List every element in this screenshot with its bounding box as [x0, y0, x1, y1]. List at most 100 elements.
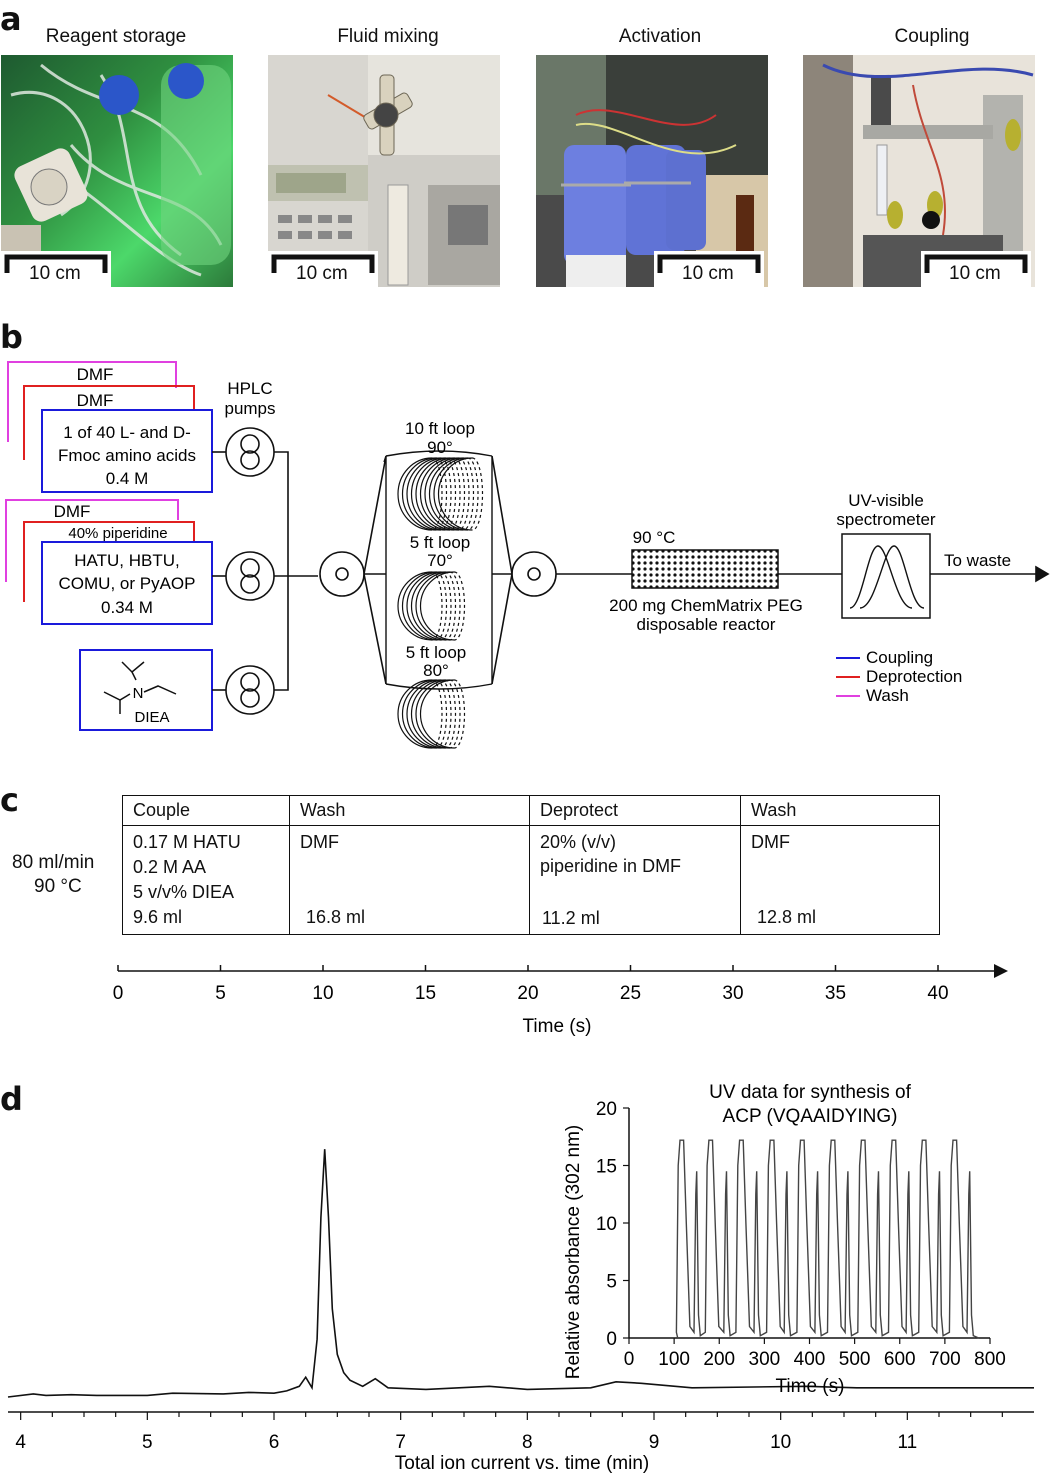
- wash-2-volume: 12.8 ml: [757, 907, 817, 927]
- deprotection-reservoir-outline: [23, 385, 195, 460]
- time-axis-tick-label: 20: [517, 983, 538, 1004]
- photo-reagent-storage: 10 cm: [1, 55, 233, 287]
- loop-1-length: 10 ft loop: [405, 419, 475, 438]
- loop-coil-back: [440, 571, 452, 641]
- photo-title-reagent-storage: Reagent storage: [45, 26, 187, 47]
- tic-x-tick-label: 6: [269, 1432, 280, 1453]
- diea-structure-icon: [103, 661, 177, 714]
- loop-coil-back: [449, 679, 461, 749]
- loop-coil-turn: [419, 571, 455, 641]
- loop-coil-turn: [401, 571, 437, 641]
- uv-peak-icon: [849, 545, 913, 609]
- loop-coil-back: [454, 679, 466, 749]
- uv-peak-icon-2: [859, 545, 925, 609]
- wash-cell: DMF 16.8 ml: [289, 825, 530, 935]
- time-axis-tick-label: 25: [620, 983, 641, 1004]
- uv-x-tick-label: 700: [929, 1349, 961, 1370]
- hplc-pump-icons: [212, 427, 318, 715]
- loop-coil-turn: [410, 457, 446, 531]
- uv-y-tick-label: 15: [596, 1157, 617, 1178]
- wash-volume: 16.8 ml: [306, 907, 366, 927]
- legend-wash: Wash: [866, 686, 909, 705]
- uv-title-line2: ACP (VQAAIDYING): [723, 1106, 898, 1127]
- uv-y-tick-label: 10: [596, 1214, 617, 1235]
- photo-title-activation: Activation: [618, 26, 702, 47]
- time-axis-tick-label: 10: [312, 983, 333, 1004]
- loop-coil-back: [440, 457, 452, 531]
- couple-reagent-3: 5 v/v% DIEA: [133, 882, 235, 902]
- loop-coils: [383, 450, 493, 749]
- time-axis-tick-label: 35: [825, 983, 846, 1004]
- box2-piperidine: 40% piperidine: [68, 525, 167, 542]
- couple-reagent-1: 0.17 M HATU: [133, 832, 241, 852]
- tic-x-tick-label: 11: [897, 1432, 917, 1453]
- run-temp: 90 °C: [34, 876, 82, 897]
- loop-1-temp: 90°: [427, 438, 453, 457]
- uv-ylabel: Relative absorbance (302 nm): [563, 1125, 584, 1380]
- time-axis-tick-label: 40: [927, 983, 948, 1004]
- loop-coil-turn: [415, 679, 451, 749]
- loop-3-length: 5 ft loop: [406, 643, 467, 662]
- diea-label: DIEA: [134, 709, 169, 726]
- uv-title-line1: UV data for synthesis of: [709, 1082, 911, 1103]
- loop-coil-turn: [419, 457, 455, 531]
- tic-x-tick-label: 7: [395, 1432, 406, 1453]
- panel-a-letter: a: [0, 0, 22, 38]
- box2-dmf: DMF: [54, 502, 91, 521]
- loop-coil-turn: [397, 571, 433, 641]
- deprotect-reagent-2: piperidine in DMF: [540, 856, 682, 876]
- col-header-deprotect: Deprotect: [529, 795, 741, 826]
- uv-x-tick-label: 600: [884, 1349, 916, 1370]
- loop-coil-back: [454, 571, 466, 641]
- diea-n-atom: N: [133, 685, 144, 702]
- diea-reservoir: [79, 649, 213, 731]
- loop-coil-turn: [437, 457, 473, 531]
- loop-coil-back: [449, 571, 461, 641]
- loop-coil-back: [449, 457, 461, 531]
- loop-3-temp: 80°: [423, 661, 449, 680]
- uv-x-tick-label: 200: [703, 1349, 735, 1370]
- loop-coil-back: [458, 457, 470, 531]
- tic-series-line: [7, 1149, 1034, 1398]
- time-axis-tick-label: 5: [215, 983, 226, 1004]
- box1-line1: 1 of 40 L- and D-: [63, 423, 191, 442]
- col-header-wash-2: Wash: [740, 795, 940, 826]
- couple-cell: 0.17 M HATU 0.2 M AA 5 v/v% DIEA 9.6 ml: [122, 825, 290, 935]
- time-axis-tick-label: 15: [415, 983, 436, 1004]
- loop-2-temp: 70°: [427, 551, 453, 570]
- couple-volume: 9.6 ml: [133, 907, 183, 927]
- uv-y-tick-label: 5: [606, 1272, 617, 1293]
- loop-coil-turn: [415, 457, 451, 531]
- box2-line3: 0.34 M: [101, 598, 153, 617]
- box1-dmf-outer: DMF: [77, 365, 114, 384]
- loop-coil-turn: [419, 679, 455, 749]
- coupling-reservoir-outline-2: [41, 541, 213, 625]
- reactor-label-1: 200 mg ChemMatrix PEG: [609, 596, 803, 615]
- hplc-label-2: pumps: [224, 399, 275, 418]
- photo-title-coupling: Coupling: [894, 26, 970, 47]
- uv-x-tick-label: 800: [974, 1349, 1006, 1370]
- uv-x-tick-label: 0: [624, 1349, 635, 1370]
- legend-coupling: Coupling: [866, 648, 933, 667]
- box2-line2: COMU, or PyAOP: [59, 574, 196, 593]
- box1-line3: 0.4 M: [106, 469, 149, 488]
- loop-coil-back: [454, 457, 466, 531]
- time-axis-label: Time (s): [523, 1016, 592, 1037]
- tic-x-tick-label: 5: [142, 1432, 153, 1453]
- deprotect-volume: 11.2 ml: [542, 908, 600, 928]
- loop-coil-turn: [406, 679, 442, 749]
- loop-coil-turn: [397, 457, 433, 531]
- deprotect-reagent-1: 20% (v/v): [540, 832, 617, 852]
- uv-y-tick-label: 20: [596, 1099, 617, 1120]
- col-header-couple: Couple: [122, 795, 290, 826]
- scalebar: 10 cm: [921, 251, 1031, 287]
- loop-coil-back: [431, 679, 443, 749]
- loop-coil-back: [431, 571, 443, 641]
- scalebar: 10 cm: [654, 251, 764, 287]
- loop-coil-turn: [433, 457, 469, 531]
- loop-coil-turn: [415, 571, 451, 641]
- loop-coil-turn: [410, 679, 446, 749]
- uv-spectrometer: [841, 533, 931, 619]
- reactor-label-2: disposable reactor: [637, 615, 776, 634]
